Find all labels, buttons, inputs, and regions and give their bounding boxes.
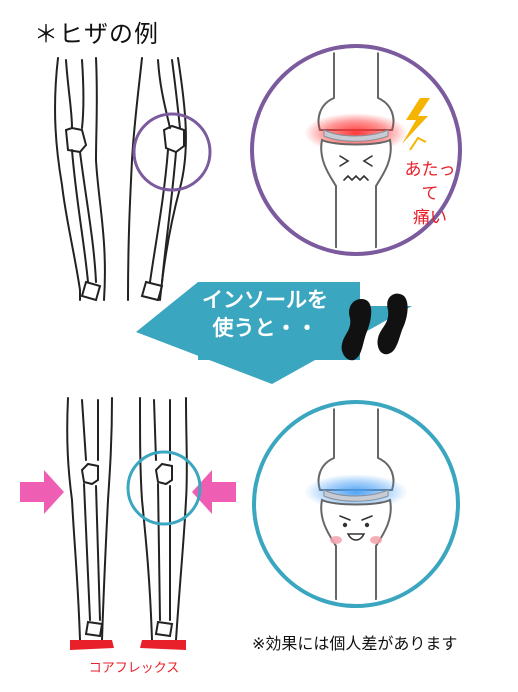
pain-label: あたって 痛い	[404, 160, 456, 228]
top-legs-illustration	[54, 57, 187, 302]
lightning-bolt-icon	[402, 98, 430, 151]
arrow-text: インソールを 使うと・・	[202, 288, 328, 340]
insole-icon	[341, 293, 408, 361]
disclaimer-note: ※効果には個人差があります	[252, 634, 458, 653]
insole-label: コアフレックス	[88, 661, 180, 676]
happy-face	[330, 515, 382, 544]
pained-face	[339, 155, 373, 182]
healthy-glow	[304, 474, 408, 510]
left-insole	[70, 640, 114, 650]
pink-arrow-right	[192, 470, 236, 514]
top-knee-highlight-circle	[132, 112, 212, 192]
page-title: ＊ヒザの例	[34, 20, 159, 48]
healthy-knee-closeup	[304, 406, 408, 602]
bottom-legs-illustration	[66, 397, 188, 641]
pink-arrow-left	[20, 470, 64, 514]
right-insole	[140, 640, 186, 650]
bottom-knee-highlight-circle	[126, 450, 202, 526]
pain-knee-closeup	[304, 50, 408, 250]
